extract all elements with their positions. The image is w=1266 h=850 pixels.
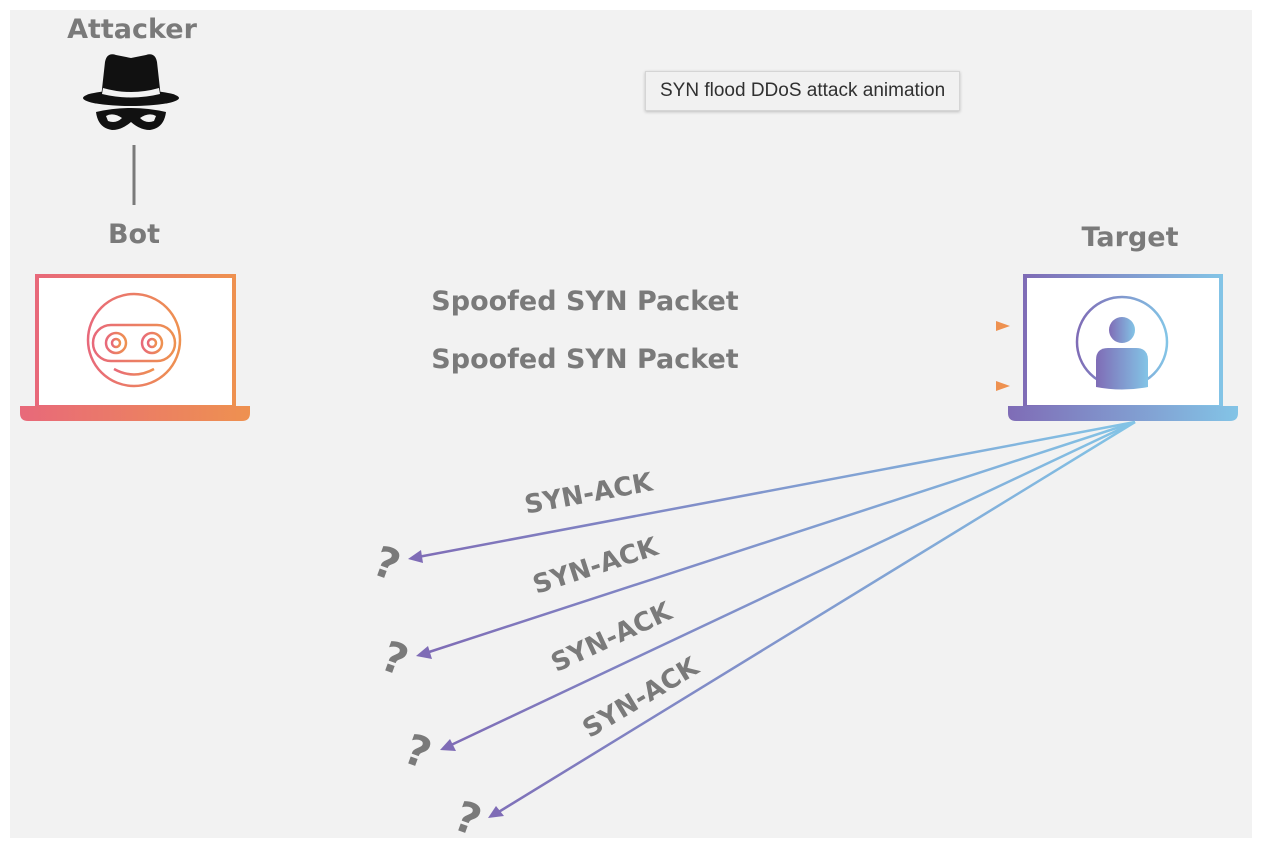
syn-ack-arrow-2 [416,420,1136,659]
syn-ack-label-3: SYN-ACK [547,596,678,678]
diagram-canvas [10,10,1252,838]
unknown-source-icon-3: ? [398,724,438,778]
spy-icon [83,54,179,130]
spoofed-syn-label-2: Spoofed SYN Packet [431,344,738,375]
unknown-source-icon-2: ? [375,631,415,685]
attacker-label: Attacker [67,14,197,45]
user-avatar-icon [1075,295,1169,390]
bot-laptop-icon [20,274,250,421]
syn-ack-arrow-1 [408,420,1136,563]
arrowhead-icon [996,321,1010,331]
robot-face-icon [86,292,182,388]
bot-label: Bot [108,219,160,250]
unknown-source-icon-1: ? [367,536,407,590]
target-label: Target [1081,222,1178,253]
unknown-source-icon-4: ? [448,791,488,845]
syn-ack-label-1: SYN-ACK [522,467,656,520]
spoofed-syn-label-1: Spoofed SYN Packet [431,286,738,317]
animation-tooltip: SYN flood DDoS attack animation [645,71,961,111]
syn-ack-arrow-3 [440,420,1136,751]
syn-ack-arrow-4 [488,420,1136,818]
syn-ack-label-2: SYN-ACK [529,532,662,601]
arrowhead-icon [996,381,1010,391]
